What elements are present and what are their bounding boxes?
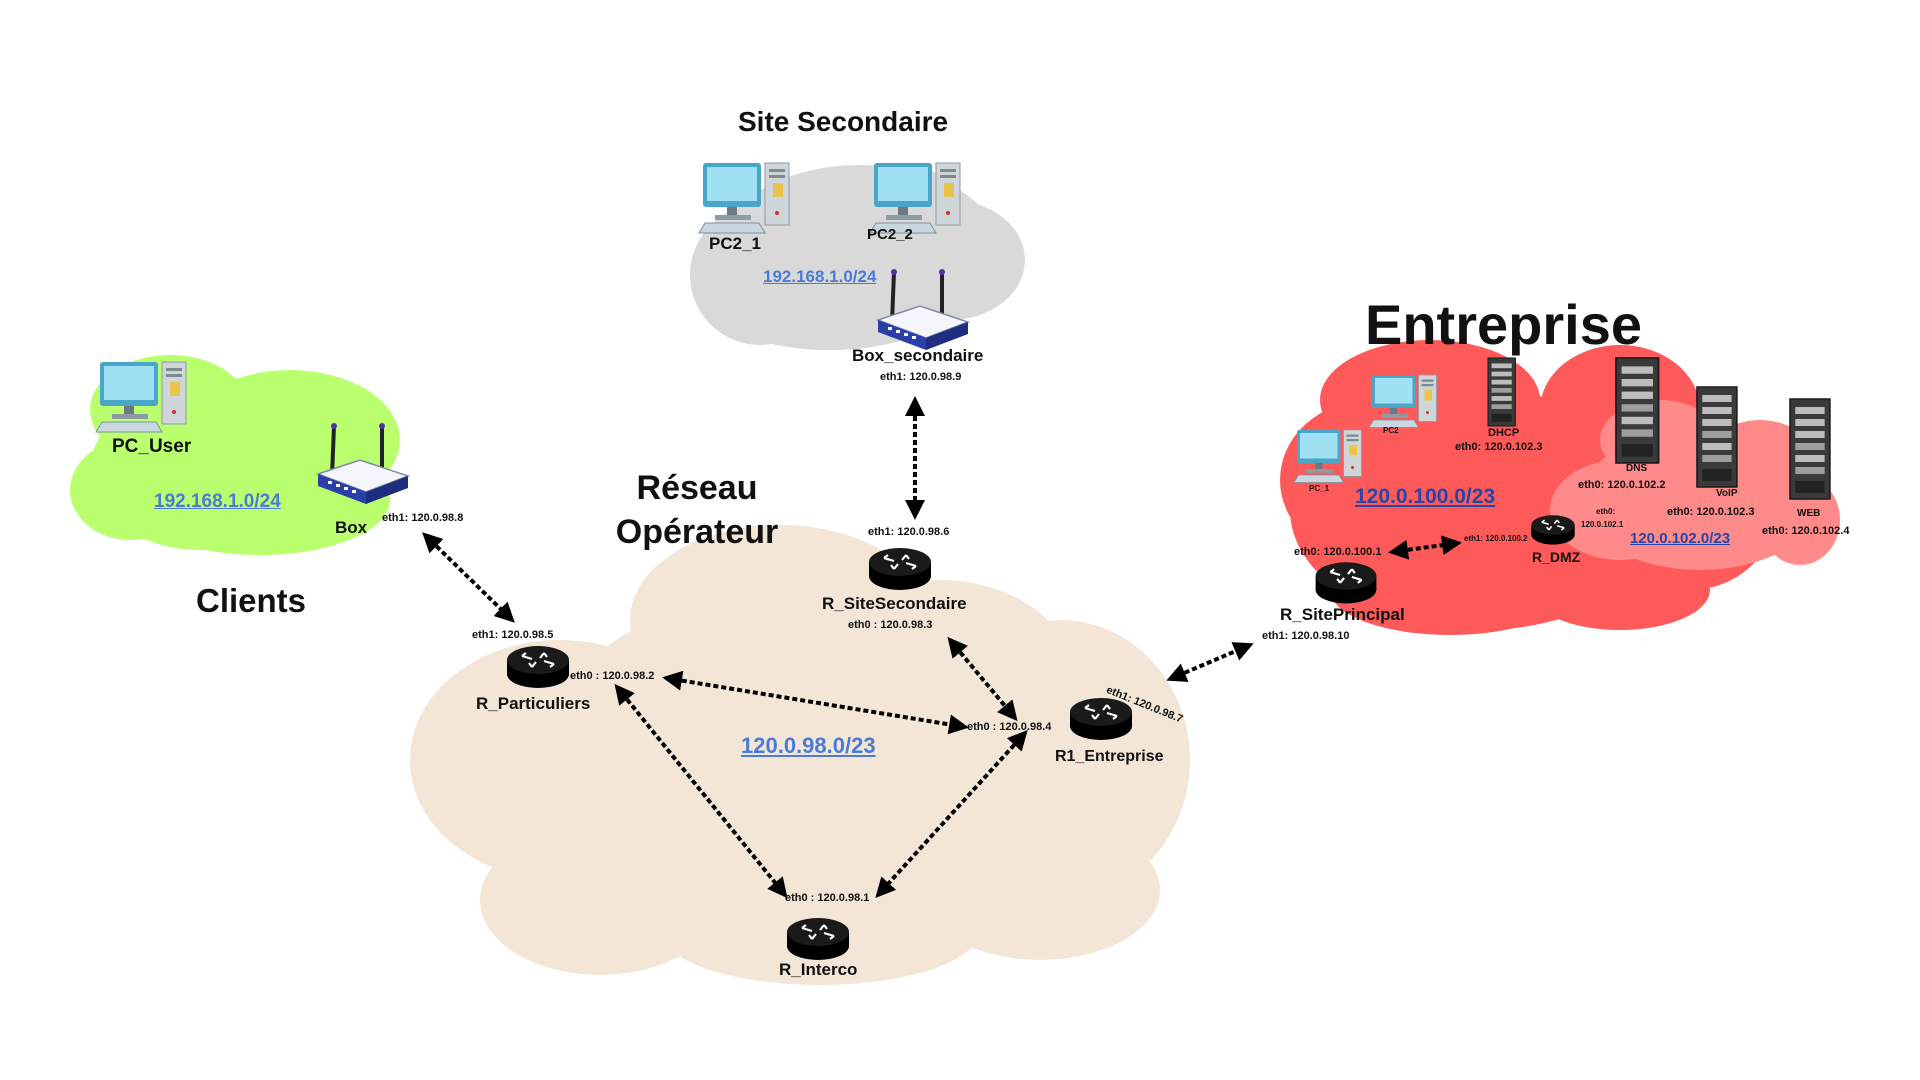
box-secondaire-iface: eth1: 120.0.98.9 [880, 371, 962, 383]
router-icon[interactable] [1530, 514, 1576, 546]
operateur-subnet: 120.0.98.0/23 [741, 733, 876, 758]
box-iface: eth1: 120.0.98.8 [382, 512, 464, 524]
link-r1-entreprise-r-interco [875, 730, 1028, 898]
pc2-label: PC2 [1383, 426, 1399, 435]
operateur-title-line1: Réseau [636, 469, 758, 507]
r-siteprincipal-iface-top: eth0: 120.0.100.1 [1294, 546, 1382, 558]
pc-user-label: PC_User [112, 436, 192, 457]
router-icon[interactable] [505, 644, 571, 690]
dns-iface: eth0: 120.0.102.2 [1578, 479, 1666, 491]
dns-label: DNS [1626, 463, 1648, 474]
links [422, 396, 1462, 899]
pc-1-label: PC_1 [1309, 484, 1330, 493]
router-icon[interactable] [867, 546, 933, 592]
r-dmz-iface-right-1: eth0: [1596, 507, 1616, 516]
r-particuliers-iface-top: eth1: 120.0.98.5 [472, 629, 554, 641]
server-icon[interactable] [1789, 398, 1831, 500]
server-icon[interactable] [1696, 386, 1738, 488]
r-sitesecondaire-iface-bottom: eth0 : 120.0.98.3 [848, 619, 933, 631]
pc-icon[interactable] [698, 162, 790, 234]
server-icon[interactable] [1487, 357, 1516, 427]
r-interco-label: R_Interco [779, 960, 858, 979]
dhcp-label: DHCP [1488, 427, 1520, 439]
r1-entreprise-iface-left: eth0 : 120.0.98.4 [967, 721, 1052, 733]
r-sitesecondaire-iface-top: eth1: 120.0.98.6 [868, 526, 950, 538]
pc-icon[interactable] [1368, 374, 1437, 428]
r-sitesecondaire-label: R_SiteSecondaire [822, 594, 967, 613]
pc-icon[interactable] [1293, 429, 1362, 483]
clients-subnet: 192.168.1.0/24 [154, 491, 281, 512]
r-dmz-iface-left: eth1: 120.0.100.2 [1464, 534, 1528, 543]
entreprise-dmz-subnet: 120.0.102.0/23 [1630, 530, 1731, 547]
box-secondaire-label: Box_secondaire [852, 346, 984, 365]
link-r-sitesecondaire-r1-entreprise [947, 636, 1018, 722]
router-icon[interactable] [1314, 561, 1378, 605]
site-secondaire-subnet: 192.168.1.0/24 [763, 267, 877, 286]
site-secondaire-zone-cloud [690, 165, 1025, 350]
voip-label: VoIP [1716, 488, 1738, 499]
r1-entreprise-label: R1_Entreprise [1055, 748, 1164, 765]
dhcp-iface: eth0: 120.0.102.3 [1455, 441, 1543, 453]
clients-title: Clients [196, 582, 307, 619]
site-secondaire-title: Site Secondaire [738, 106, 949, 137]
web-iface: eth0: 120.0.102.4 [1762, 525, 1850, 537]
r-siteprincipal-iface-bottom: eth1: 120.0.98.10 [1262, 630, 1350, 642]
link-r-siteprincipal-r-dmz [1388, 535, 1462, 560]
operateur-title-line2: Opérateur [615, 513, 779, 551]
link-box-r-particuliers [422, 532, 515, 623]
operateur-title: Réseau Opérateur [602, 466, 792, 554]
pc-icon[interactable] [869, 162, 961, 234]
r-particuliers-iface-right: eth0 : 120.0.98.2 [570, 670, 655, 682]
pc2-1-label: PC2_1 [709, 234, 761, 253]
pc2-2-label: PC2_2 [867, 226, 913, 243]
r-dmz-iface-right-2: 120.0.102.1 [1581, 520, 1624, 529]
entreprise-title: Entreprise [1365, 293, 1642, 356]
pc-icon[interactable] [95, 361, 187, 433]
link-r-particuliers-r-interco [614, 683, 788, 899]
r-dmz-label: R_DMZ [1532, 549, 1581, 565]
r-particuliers-label: R_Particuliers [476, 694, 591, 713]
web-label: WEB [1797, 508, 1821, 519]
box-label: Box [335, 518, 368, 537]
server-icon[interactable] [1615, 357, 1660, 464]
r-siteprincipal-label: R_SitePrincipal [1280, 605, 1405, 624]
router-icon[interactable] [1068, 696, 1134, 742]
link-r1-entreprise-r-siteprincipal [1166, 642, 1254, 682]
r-interco-iface: eth0 : 120.0.98.1 [785, 892, 870, 904]
entreprise-main-subnet: 120.0.100.0/23 [1355, 485, 1496, 508]
router-icon[interactable] [785, 916, 851, 962]
voip-iface: eth0: 120.0.102.3 [1667, 506, 1755, 518]
